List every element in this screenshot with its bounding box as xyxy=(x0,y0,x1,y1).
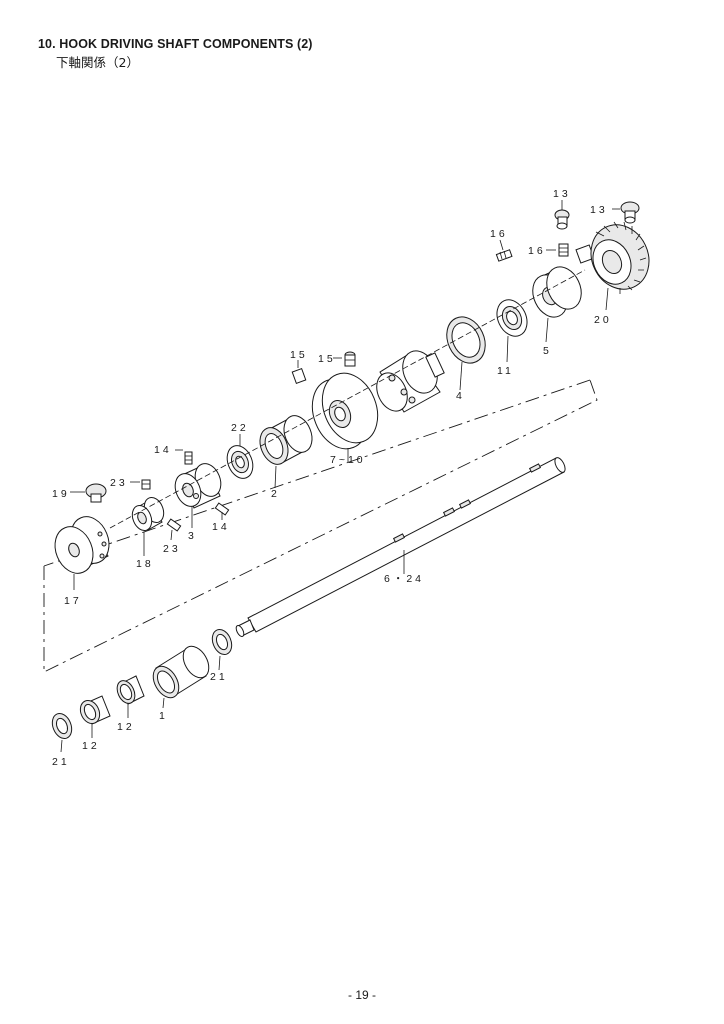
part-setscrew-14a xyxy=(184,451,193,465)
label-7-10: 7~10 xyxy=(330,454,366,466)
part-shaft-6-24 xyxy=(235,457,566,638)
part-setscrew-16b xyxy=(558,243,569,257)
part-collar-18 xyxy=(131,496,165,532)
part-collar-5 xyxy=(532,266,582,318)
label-15a: 15 xyxy=(290,349,308,361)
part-setscrew-16a xyxy=(495,249,513,262)
label-13b: 13 xyxy=(590,204,608,216)
part-eccentric-3 xyxy=(174,463,222,509)
label-13a: 13 xyxy=(553,188,571,200)
label-16a: 16 xyxy=(490,228,508,240)
label-17: 17 xyxy=(64,595,82,607)
label-1: 1 xyxy=(159,710,168,722)
part-hub-17 xyxy=(54,516,110,574)
label-20: 20 xyxy=(594,314,612,326)
label-6-24: 6・24 xyxy=(384,573,424,585)
assembly-boundary xyxy=(43,379,598,673)
label-2: 2 xyxy=(271,488,280,500)
label-11: 11 xyxy=(497,365,514,377)
part-screw-13a xyxy=(554,209,570,230)
page-number: - 19 - xyxy=(347,988,376,1002)
part-setscrew-14b xyxy=(214,502,230,516)
part-screw-13b xyxy=(620,201,640,224)
part-sleeve-1 xyxy=(152,645,210,699)
part-bearing-22 xyxy=(226,445,254,479)
label-21b: 21 xyxy=(52,756,70,768)
label-15b: 15 xyxy=(318,353,336,365)
part-setscrew-23a xyxy=(141,479,151,490)
part-seal-21a xyxy=(211,628,233,656)
label-12b: 12 xyxy=(82,740,100,752)
label-16b: 16 xyxy=(528,245,546,257)
part-ring-4 xyxy=(446,316,486,364)
label-23b: 23 xyxy=(163,543,181,555)
center-axis-upper xyxy=(109,269,586,529)
label-5: 5 xyxy=(543,345,552,357)
part-seal-21b xyxy=(51,712,73,740)
part-hook-hub xyxy=(376,350,445,413)
page-subtitle: 下軸関係（2） xyxy=(56,55,139,70)
label-3: 3 xyxy=(188,530,197,542)
part-setscrew-15a xyxy=(291,368,307,384)
part-setscrew-23b xyxy=(166,518,182,532)
label-22: 22 xyxy=(231,422,249,434)
part-sleeve-2 xyxy=(259,415,313,465)
part-bushing-12b xyxy=(79,695,111,725)
label-14a: 14 xyxy=(154,444,172,456)
part-screw-19 xyxy=(85,483,107,503)
label-18: 18 xyxy=(136,558,154,570)
part-bushing-12a xyxy=(116,675,145,705)
label-23a: 23 xyxy=(110,477,128,489)
page-title: 10. HOOK DRIVING SHAFT COMPONENTS (2) xyxy=(38,37,313,51)
label-21a: 21 xyxy=(210,671,228,683)
label-19: 19 xyxy=(52,488,70,500)
label-4: 4 xyxy=(456,390,465,402)
label-12a: 12 xyxy=(117,721,135,733)
part-setscrew-15b xyxy=(344,351,356,367)
label-14b: 14 xyxy=(212,521,230,533)
part-pulley-7-10 xyxy=(311,372,379,450)
part-gear-20 xyxy=(575,221,650,294)
